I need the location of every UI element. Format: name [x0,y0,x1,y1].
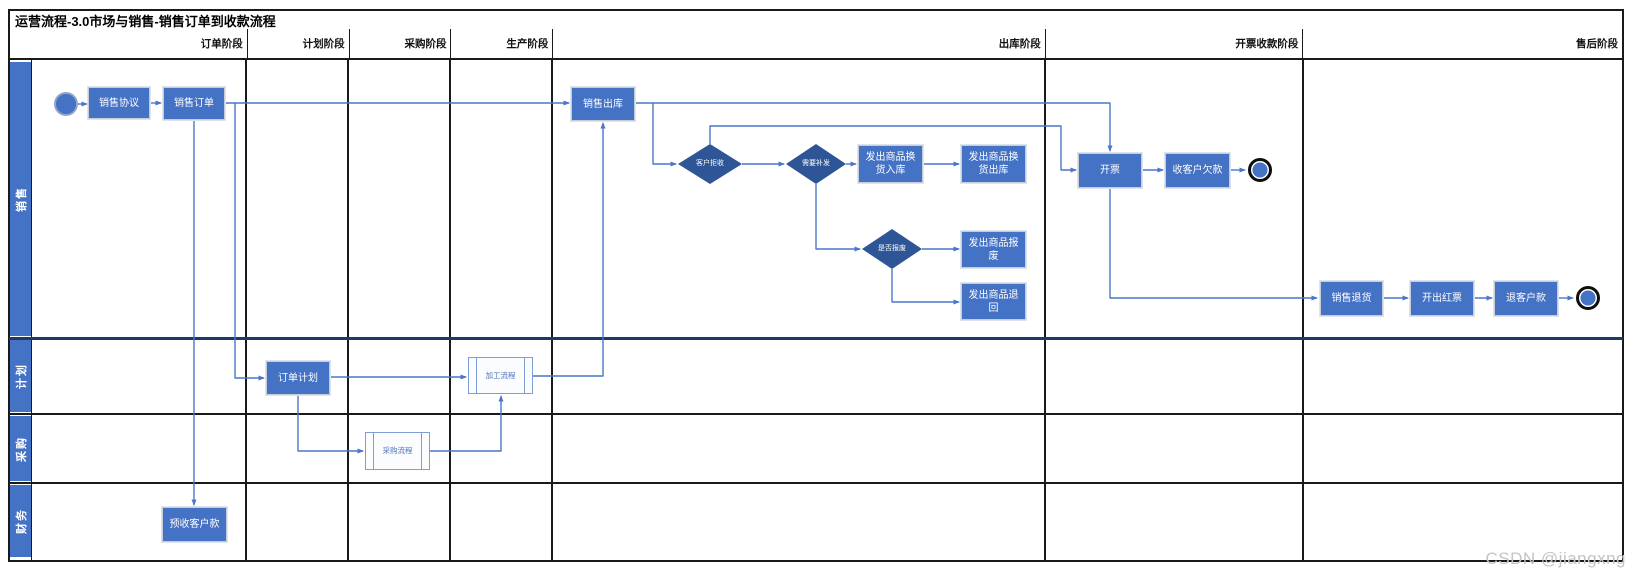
task-invoice: 开票 [1078,153,1142,188]
phase-header-2: 计划阶段 [248,29,350,58]
column-separator [449,60,451,560]
task-reship-outbound: 发出商品换货出库 [961,145,1026,183]
column-separator [1044,60,1046,560]
phase-header-7: 售后阶段 [1575,38,1618,50]
task-red-invoice: 开出红票 [1410,281,1474,316]
task-sales-return: 销售退货 [1320,281,1383,316]
task-sales-agreement: 销售协议 [88,87,150,119]
subprocess-purchasing: 采购流程 [365,432,430,470]
task-advance-receipt: 预收客户款 [162,507,227,542]
task-reship-inbound: 发出商品换货入库 [858,145,923,183]
task-refund-customer: 退客户款 [1494,281,1558,316]
watermark-text: CSDN @jiangxng [1485,549,1626,568]
column-separator [1302,60,1304,560]
phase-header-row: 订单阶段计划阶段采购阶段生产阶段出库阶段开票收款阶段 售后阶段 [10,29,1622,60]
column-separator [245,60,247,560]
lane-label-3: 采购 [10,416,31,481]
phase-header-6: 开票收款阶段 [1046,29,1304,58]
task-sales-order: 销售订单 [163,87,225,120]
column-separator [551,60,553,560]
task-goods-scrap: 发出商品报废 [961,231,1026,268]
task-order-plan: 订单计划 [266,361,330,395]
lane-separator [9,413,1623,415]
column-separator [30,60,32,560]
start-event [54,92,78,116]
lane-label-2: 计划 [10,340,31,412]
column-separator [347,60,349,560]
subprocess-processing: 加工流程 [468,357,533,394]
phase-header-4: 生产阶段 [451,29,554,58]
task-collect-receivable: 收客户欠款 [1165,153,1230,188]
lane-label-text: 销售 [15,186,28,212]
lane-label-text: 计划 [15,363,28,389]
task-goods-return: 发出商品退回 [961,283,1026,320]
lane-separator [9,482,1623,484]
end-event-2 [1576,286,1600,310]
lane-separator [9,336,1623,340]
phase-header-5: 出库阶段 [553,29,1046,58]
lane-label-1: 销售 [10,62,31,336]
lane-label-4: 财务 [10,485,31,557]
phase-header-1: 订单阶段 [10,29,248,58]
lane-label-text: 财务 [15,508,28,534]
task-sales-outbound: 销售出库 [571,87,635,121]
diagram-title: 运营流程-3.0市场与销售-销售订单到收款流程 [15,13,276,29]
lane-label-text: 采购 [15,435,28,462]
end-event-1 [1248,158,1272,182]
phase-header-3: 采购阶段 [350,29,452,58]
